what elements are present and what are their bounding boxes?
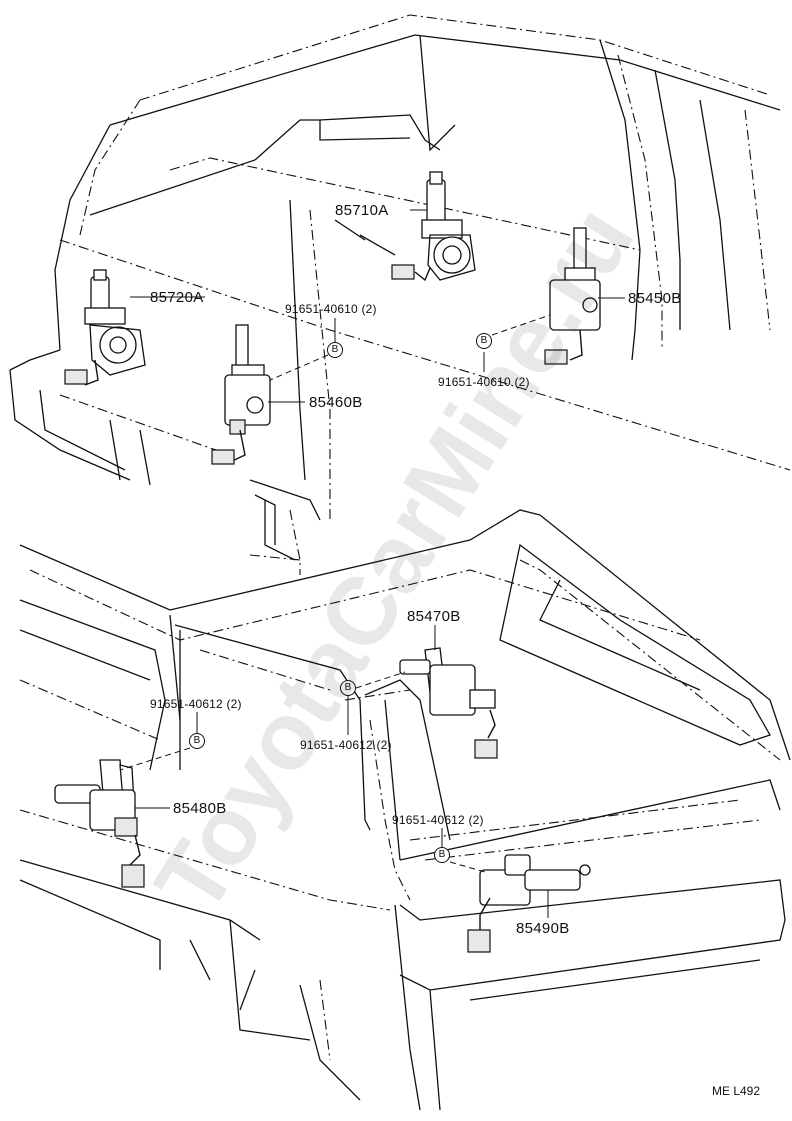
leader-lines	[119, 209, 625, 918]
label-bolt-upper-right: 91651-40610 (2)	[438, 375, 530, 389]
part-85720a-motor	[64, 269, 146, 386]
label-85490b: 85490B	[516, 920, 570, 937]
lower-vehicle-outline	[19, 509, 791, 1111]
part-85450b-actuator	[544, 227, 601, 365]
label-85470b: 85470B	[407, 608, 461, 625]
part-85710a-motor	[391, 171, 476, 282]
label-85460b: 85460B	[309, 394, 363, 411]
label-85450b: 85450B	[628, 290, 682, 307]
bolt-marker-lower-right: B	[434, 847, 450, 863]
label-bolt-lower-left: 91651-40612 (2)	[150, 697, 242, 711]
part-85490b-actuator	[467, 854, 591, 953]
upper-vehicle-outline	[9, 14, 791, 575]
part-85470b-actuator	[399, 647, 498, 759]
label-bolt-lower-mid: 91651-40612 (2)	[300, 738, 392, 752]
label-bolt-upper-left: 91651-40610 (2)	[285, 302, 377, 316]
label-85710a: 85710A	[335, 202, 389, 219]
bolt-marker-lower-mid: B	[340, 680, 356, 696]
diagram-code: ME L492	[712, 1084, 761, 1098]
label-bolt-lower-right: 91651-40612 (2)	[392, 813, 484, 827]
bolt-marker-lower-left: B	[189, 733, 205, 749]
part-85480b-actuator	[54, 759, 145, 888]
label-85720a: 85720A	[150, 289, 204, 306]
part-85460b-actuator	[211, 324, 271, 465]
bolt-marker-upper-left: B	[327, 342, 343, 358]
label-85480b: 85480B	[173, 800, 227, 817]
bolt-marker-upper-right: B	[476, 333, 492, 349]
